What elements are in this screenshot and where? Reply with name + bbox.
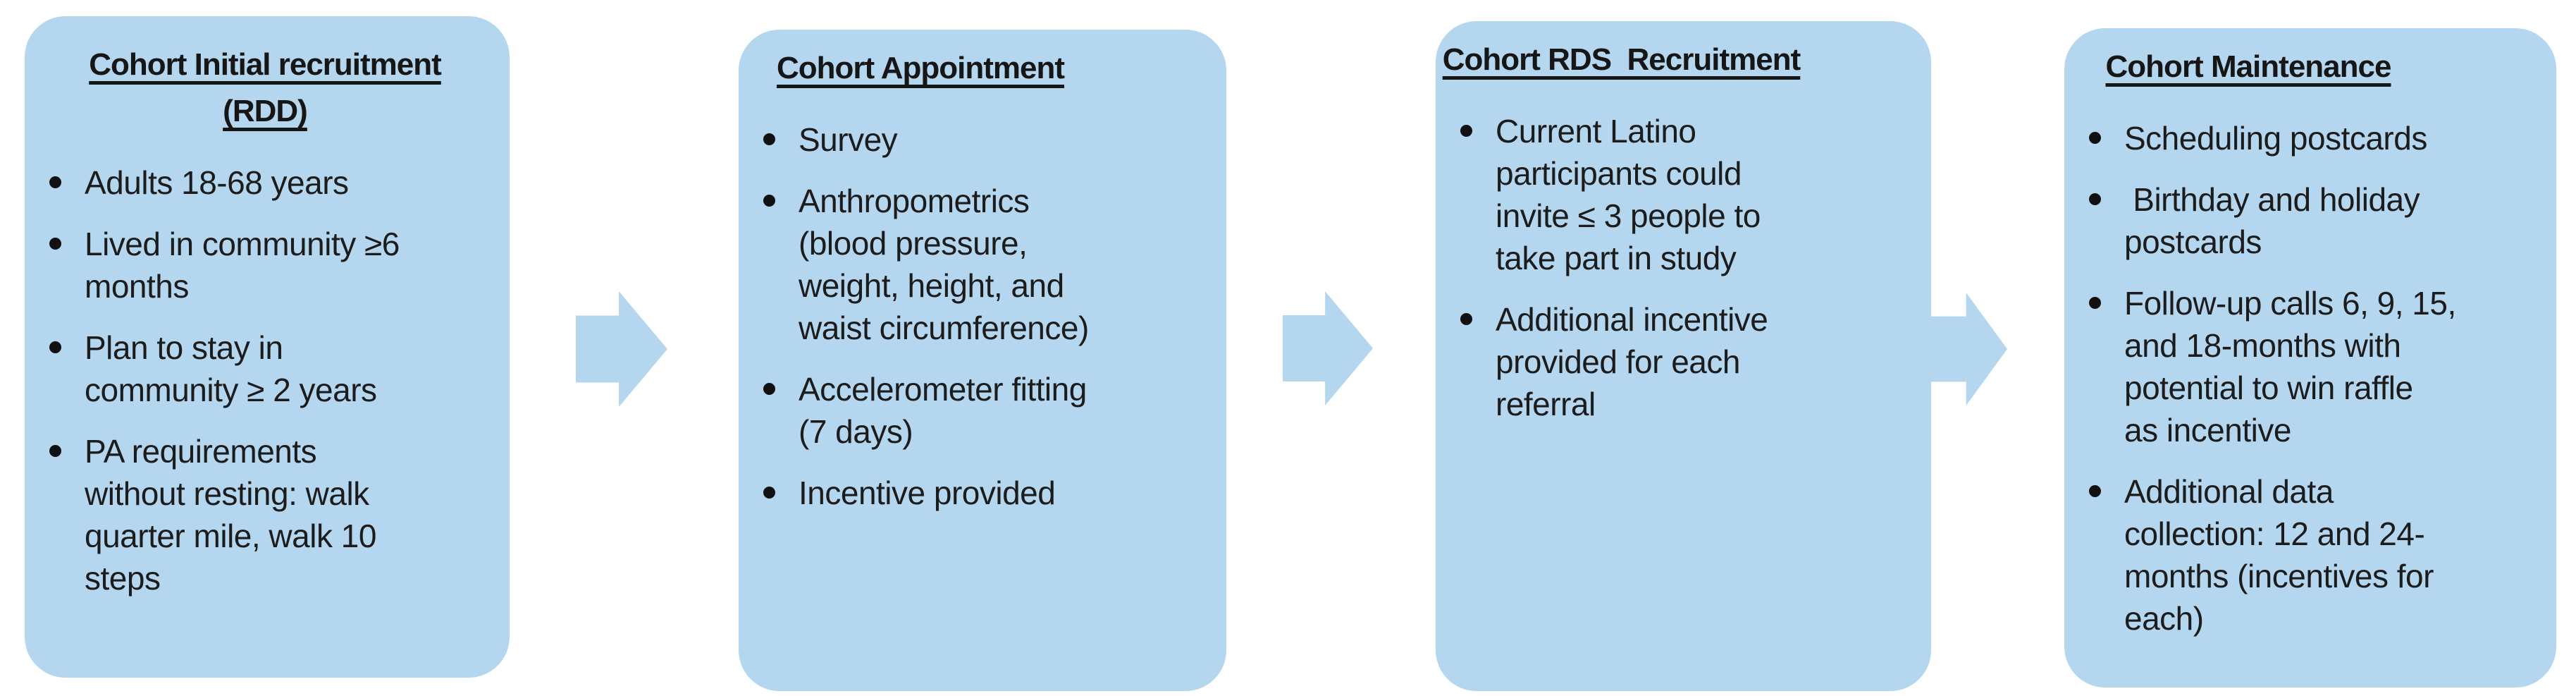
bullet-list: Survey Anthropometrics (blood pressure, … (758, 118, 1202, 514)
bullet-list: Adults 18-68 years Lived in community ≥6… (44, 161, 486, 599)
bullet-dot-icon (49, 341, 61, 353)
bullet-dot-icon (2089, 297, 2101, 309)
bullet-item: Lived in community ≥6 months (44, 223, 486, 307)
bullet-list: Current Latino participants could invite… (1455, 110, 1907, 425)
bullet-dot-icon (2089, 132, 2101, 144)
stage-title-maintenance: Cohort Maintenance (2105, 49, 2392, 84)
bullet-dot-icon (49, 176, 61, 188)
bullet-item: Anthropometrics (blood pressure, weight,… (758, 180, 1202, 349)
stage-box-maintenance: Cohort Maintenance Scheduling postcards … (2064, 28, 2556, 688)
bullet-item: PA requirements without resting: walk qu… (44, 430, 486, 599)
bullet-text: Additional data collection: 12 and 24- m… (2124, 473, 2434, 637)
bullet-dot-icon (2089, 193, 2101, 205)
arrow-right-icon (1930, 293, 2007, 405)
stage-box-initial-recruitment: Cohort Initial recruitment (RDD) Adults … (25, 16, 510, 678)
bullet-item: Scheduling postcards (2084, 117, 2532, 159)
bullet-text: Current Latino participants could invite… (1496, 113, 1761, 276)
bullet-dot-icon (2089, 485, 2101, 497)
stage-box-rds-recruitment: Cohort RDS Recruitment Current Latino pa… (1436, 21, 1931, 691)
bullet-dot-icon (763, 133, 775, 145)
arrow-right-icon (1283, 291, 1373, 405)
bullet-dot-icon (1460, 125, 1472, 137)
arrow-right-icon (576, 291, 667, 407)
bullet-dot-icon (763, 487, 775, 499)
bullet-item: Current Latino participants could invite… (1455, 110, 1907, 279)
bullet-text: Scheduling postcards (2124, 120, 2427, 157)
bullet-text: Adults 18-68 years (85, 164, 349, 201)
bullet-dot-icon (763, 383, 775, 395)
bullet-dot-icon (763, 195, 775, 207)
bullet-item: Survey (758, 118, 1202, 161)
stage-title-appointment: Cohort Appointment (776, 51, 1065, 85)
bullet-item: Plan to stay in community ≥ 2 years (44, 326, 486, 411)
bullet-item: Additional incentive provided for each r… (1455, 298, 1907, 425)
stage-title-rds-recruitment: Cohort RDS Recruitment (1442, 42, 1801, 77)
bullet-item: Incentive provided (758, 472, 1202, 514)
bullet-item: Additional data collection: 12 and 24- m… (2084, 470, 2532, 640)
bullet-text: Anthropometrics (blood pressure, weight,… (799, 183, 1089, 346)
bullet-text: Follow-up calls 6, 9, 15, and 18-months … (2124, 285, 2456, 448)
bullet-item: Birthday and holiday postcards (2084, 178, 2532, 263)
bullet-text: Additional incentive provided for each r… (1496, 301, 1768, 422)
bullet-item: Accelerometer fitting (7 days) (758, 368, 1202, 453)
stage-title-initial-recruitment: Cohort Initial recruitment (RDD) (89, 47, 442, 128)
bullet-item: Follow-up calls 6, 9, 15, and 18-months … (2084, 282, 2532, 451)
bullet-dot-icon (49, 445, 61, 457)
bullet-item: Adults 18-68 years (44, 161, 486, 204)
bullet-text: Incentive provided (799, 475, 1056, 511)
bullet-list: Scheduling postcards Birthday and holida… (2084, 117, 2532, 640)
bullet-text: Lived in community ≥6 months (85, 226, 400, 305)
bullet-text: Birthday and holiday postcards (2124, 181, 2420, 260)
bullet-dot-icon (49, 238, 61, 250)
bullet-text: Survey (799, 121, 898, 158)
bullet-dot-icon (1460, 313, 1472, 325)
stage-box-appointment: Cohort Appointment Survey Anthropometric… (739, 30, 1226, 691)
bullet-text: Accelerometer fitting (7 days) (799, 371, 1087, 450)
bullet-text: Plan to stay in community ≥ 2 years (85, 329, 377, 408)
bullet-text: PA requirements without resting: walk qu… (85, 433, 376, 597)
